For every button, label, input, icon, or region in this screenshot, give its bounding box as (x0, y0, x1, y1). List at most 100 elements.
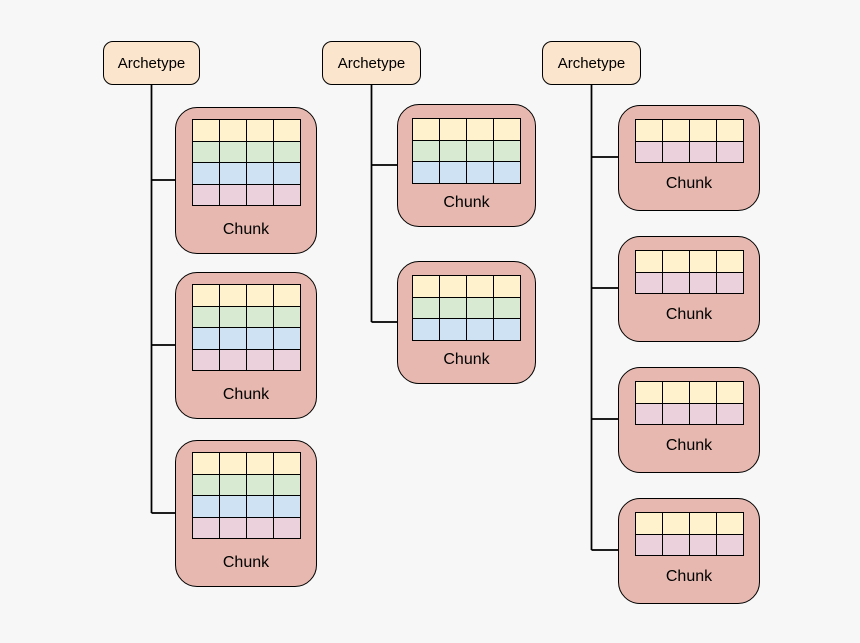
green-component-cell (272, 473, 301, 496)
yellow-component-row (634, 512, 744, 535)
chunk-label: Chunk (665, 568, 713, 585)
blue-component-row (191, 327, 301, 350)
chunk-node-1-2: Chunk (175, 272, 317, 419)
chunk-node-3-1: Chunk (618, 105, 760, 211)
blue-component-cell (493, 161, 521, 184)
blue-component-cell (466, 161, 494, 184)
pink-component-row (634, 140, 744, 163)
archetype-label: Archetype (117, 54, 186, 72)
yellow-component-cell (245, 284, 274, 307)
green-component-cell (439, 296, 467, 319)
pink-component-cell (245, 183, 274, 206)
component-grid (412, 275, 521, 341)
yellow-component-cell (245, 452, 274, 475)
green-component-cell (218, 140, 247, 163)
archetype-node-2: Archetype (322, 41, 421, 85)
pink-component-cell (688, 402, 717, 425)
yellow-component-cell (634, 381, 663, 404)
yellow-component-cell (715, 512, 744, 535)
yellow-component-cell (661, 119, 690, 142)
archetype-node-1: Archetype (103, 41, 200, 85)
component-grid (191, 284, 301, 371)
pink-component-cell (218, 183, 247, 206)
yellow-component-cell (439, 118, 467, 141)
yellow-component-cell (272, 119, 301, 142)
green-component-cell (412, 139, 440, 162)
pink-component-cell (634, 271, 663, 294)
blue-component-cell (218, 495, 247, 518)
yellow-component-cell (466, 118, 494, 141)
green-component-cell (245, 473, 274, 496)
green-component-cell (218, 305, 247, 328)
yellow-component-cell (688, 512, 717, 535)
yellow-component-cell (466, 275, 494, 298)
yellow-component-row (412, 118, 521, 141)
pink-component-cell (272, 516, 301, 539)
pink-component-cell (661, 402, 690, 425)
pink-component-row (634, 271, 744, 294)
blue-component-cell (272, 495, 301, 518)
yellow-component-cell (634, 250, 663, 273)
yellow-component-cell (191, 452, 220, 475)
pink-component-cell (661, 140, 690, 163)
yellow-component-cell (191, 119, 220, 142)
pink-component-cell (688, 271, 717, 294)
pink-component-cell (715, 533, 744, 556)
yellow-component-cell (688, 119, 717, 142)
chunk-label: Chunk (222, 386, 270, 403)
blue-component-cell (191, 327, 220, 350)
green-component-row (412, 296, 521, 319)
pink-component-cell (272, 183, 301, 206)
component-grid (191, 119, 301, 206)
yellow-component-cell (715, 250, 744, 273)
pink-component-cell (218, 348, 247, 371)
green-component-cell (272, 305, 301, 328)
blue-component-cell (191, 162, 220, 185)
connector-archetype-1 (150, 85, 175, 514)
pink-component-cell (191, 516, 220, 539)
green-component-cell (466, 139, 494, 162)
green-component-cell (493, 139, 521, 162)
blue-component-cell (245, 162, 274, 185)
chunk-node-1-1: Chunk (175, 107, 317, 254)
component-grid (634, 381, 744, 425)
yellow-component-cell (412, 118, 440, 141)
green-component-row (412, 139, 521, 162)
chunk-label: Chunk (443, 350, 490, 368)
archetype-label: Archetype (337, 54, 406, 72)
yellow-component-cell (661, 250, 690, 273)
blue-component-cell (412, 318, 440, 341)
connector-archetype-3 (590, 85, 618, 551)
yellow-component-row (412, 275, 521, 298)
blue-component-cell (412, 161, 440, 184)
blue-component-cell (493, 318, 521, 341)
pink-component-cell (191, 348, 220, 371)
component-grid (191, 452, 301, 539)
green-component-cell (412, 296, 440, 319)
green-component-row (191, 305, 301, 328)
green-component-cell (493, 296, 521, 319)
blue-component-cell (272, 327, 301, 350)
blue-component-cell (272, 162, 301, 185)
yellow-component-cell (218, 452, 247, 475)
component-grid-table (634, 119, 744, 163)
green-component-cell (245, 305, 274, 328)
yellow-component-cell (412, 275, 440, 298)
yellow-component-cell (439, 275, 467, 298)
yellow-component-cell (634, 512, 663, 535)
component-grid (634, 119, 744, 163)
green-component-cell (245, 140, 274, 163)
green-component-cell (466, 296, 494, 319)
yellow-component-row (191, 452, 301, 475)
connector-archetype-2 (370, 85, 397, 323)
green-component-cell (439, 139, 467, 162)
yellow-component-cell (493, 275, 521, 298)
pink-component-cell (661, 271, 690, 294)
yellow-component-row (634, 119, 744, 142)
blue-component-cell (245, 495, 274, 518)
chunk-node-2-2: Chunk (397, 261, 536, 384)
pink-component-cell (688, 533, 717, 556)
blue-component-cell (245, 327, 274, 350)
green-component-row (191, 140, 301, 163)
yellow-component-cell (634, 119, 663, 142)
